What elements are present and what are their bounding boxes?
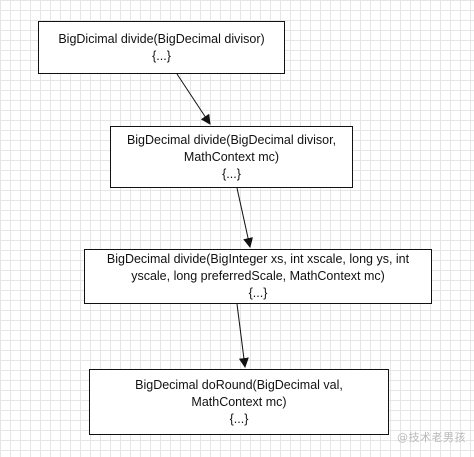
node-2-line-3: {...}	[222, 166, 241, 181]
edge-3-to-4	[236, 303, 249, 368]
node-4-line-3: {...}	[229, 411, 249, 426]
node-2-line-1: BigDecimal divide(BigDecimal divisor,	[126, 132, 337, 147]
edge-1-to-2	[176, 73, 211, 125]
node-2-line-2: MathContext mc)	[183, 149, 280, 164]
node-divide-mathcontext[interactable]: BigDecimal divide(BigDecimal divisor, Ma…	[110, 126, 353, 188]
node-doround[interactable]: BigDecimal doRound(BigDecimal val, MathC…	[89, 369, 389, 435]
node-4-line-1: BigDecimal doRound(BigDecimal val,	[135, 377, 343, 392]
node-1-line-1: BigDicimal divide(BigDecimal divisor)	[58, 31, 265, 46]
node-divide-biginteger[interactable]: BigDecimal divide(BigInteger xs, int xsc…	[84, 249, 432, 304]
node-bigdicimal-divide[interactable]: BigDicimal divide(BigDecimal divisor) {.…	[38, 21, 285, 74]
watermark: @技术老男孩	[397, 431, 466, 444]
node-3-line-3: {...}	[248, 286, 268, 300]
node-1-line-2: {...}	[152, 48, 171, 63]
edge-2-to-3	[236, 187, 253, 248]
node-3-line-2: yscale, long preferredScale, MathContext…	[131, 269, 385, 283]
node-3-line-1: BigDecimal divide(BigInteger xs, int xsc…	[106, 252, 410, 266]
node-4-line-2: MathContext mc)	[191, 394, 287, 409]
